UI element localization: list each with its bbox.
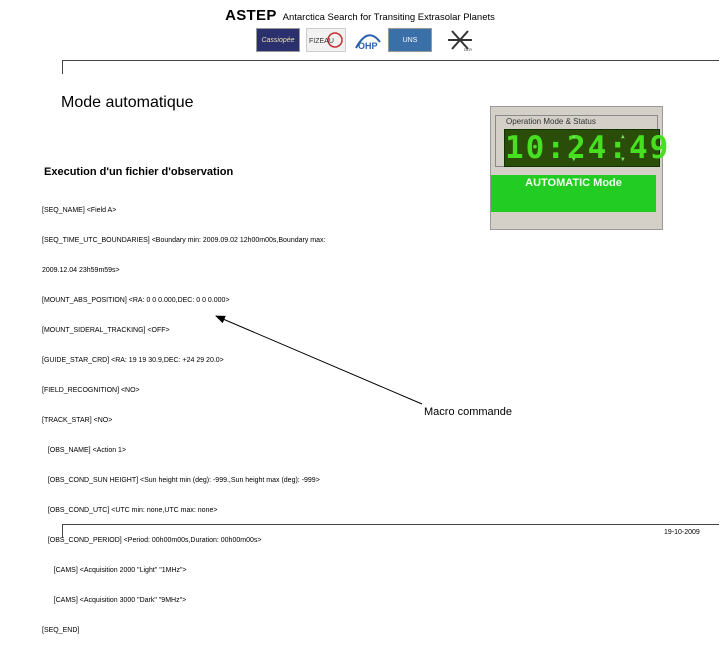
sequence-line: [CAMS] <Acquisition 3000 "Dark" "9MHz">: [42, 597, 187, 604]
operation-status-panel: Operation Mode & Status 10:24:49 ▲ ▼ ▲ ▼…: [490, 106, 668, 230]
dlr-logo-icon: DLR: [448, 30, 472, 52]
logo-dlr: DLR: [442, 28, 478, 52]
sequence-line: [FIELD_RECOGNITION] <NO>: [42, 387, 140, 394]
sequence-line: [MOUNT_SIDERAL_TRACKING] <OFF>: [42, 327, 170, 334]
sequence-line: [GUIDE_STAR_CRD] <RA: 19 19 30.9,DEC: +2…: [42, 357, 224, 364]
logo-fizeau: FIZEAU: [306, 28, 346, 52]
annotation-arrow-line: [215, 315, 423, 405]
arrow-up-icon: ▲: [621, 133, 627, 140]
clock-value: 10:24:49: [505, 130, 671, 166]
annotation-arrow: [215, 315, 423, 405]
logo-text: DLR: [464, 47, 472, 52]
logo-uns: UNS: [388, 28, 432, 52]
mode-indicator: AUTOMATIC Mode: [491, 175, 656, 212]
logo-text: Cassiopée: [261, 36, 295, 44]
execution-heading: Execution d'un fichier d'observation: [44, 166, 234, 178]
sequence-line: [OBS_COND_UTC] <UTC min: none,UTC max: n…: [42, 507, 218, 514]
sequence-listing: [SEQ_NAME] <Field A> [SEQ_TIME_UTC_BOUND…: [42, 186, 325, 646]
sequence-line: 2009.12.04 23h59m59s>: [42, 267, 120, 274]
logo-text: UNS: [402, 36, 418, 44]
logo-cassiopee: Cassiopée: [256, 28, 300, 52]
logo-ohp: OHP: [352, 28, 384, 52]
header-title: ASTEP Antarctica Search for Transiting Ex…: [0, 7, 720, 25]
arrow-down-icon: ▼: [621, 156, 627, 163]
sequence-line: [OBS_COND_PERIOD] <Period: 00h00m00s,Dur…: [42, 537, 262, 544]
sequence-line: [OBS_NAME] <Action 1>: [42, 447, 127, 454]
brand-name: ASTEP: [225, 7, 277, 24]
footer-date: 19-10-2009: [664, 529, 700, 536]
sequence-line: [SEQ_NAME] <Field A>: [42, 207, 117, 214]
sequence-line: [SEQ_TIME_UTC_BOUNDARIES] <Boundary min:…: [42, 237, 326, 244]
logo-text: FIZEAU: [309, 38, 334, 45]
mode-heading: Mode automatique: [61, 94, 194, 111]
header-subtitle: Antarctica Search for Transiting Extraso…: [282, 12, 495, 23]
sequence-line: [CAMS] <Acquisition 2000 "Light" "1MHz">: [42, 567, 187, 574]
sequence-line: [TRACK_STAR] <NO>: [42, 417, 113, 424]
logo-text: OHP: [358, 41, 378, 51]
status-group-title: Operation Mode & Status: [504, 117, 598, 126]
bottom-divider: [62, 524, 719, 525]
status-group-frame: Operation Mode & Status 10:24:49 ▲ ▼ ▲ ▼: [495, 115, 668, 167]
sequence-line: [OBS_COND_SUN HEIGHT] <Sun height min (d…: [42, 477, 320, 484]
fizeau-logo-icon: FIZEAU: [309, 32, 343, 48]
macro-command-label: Macro commande: [424, 406, 513, 418]
status-clock-display: 10:24:49 ▲ ▼ ▲ ▼: [504, 129, 668, 167]
top-divider: [62, 60, 719, 61]
arrow-down-icon: ▼: [572, 156, 578, 163]
bottom-divider-tick: [62, 524, 63, 538]
sequence-line: [MOUNT_ABS_POSITION] <RA: 0 0 0.000,DEC:…: [42, 297, 230, 304]
arrow-up-icon: ▲: [572, 133, 578, 140]
ohp-logo-icon: OHP: [355, 34, 381, 51]
sequence-line: [SEQ_END]: [42, 627, 80, 634]
top-divider-tick: [62, 60, 63, 74]
